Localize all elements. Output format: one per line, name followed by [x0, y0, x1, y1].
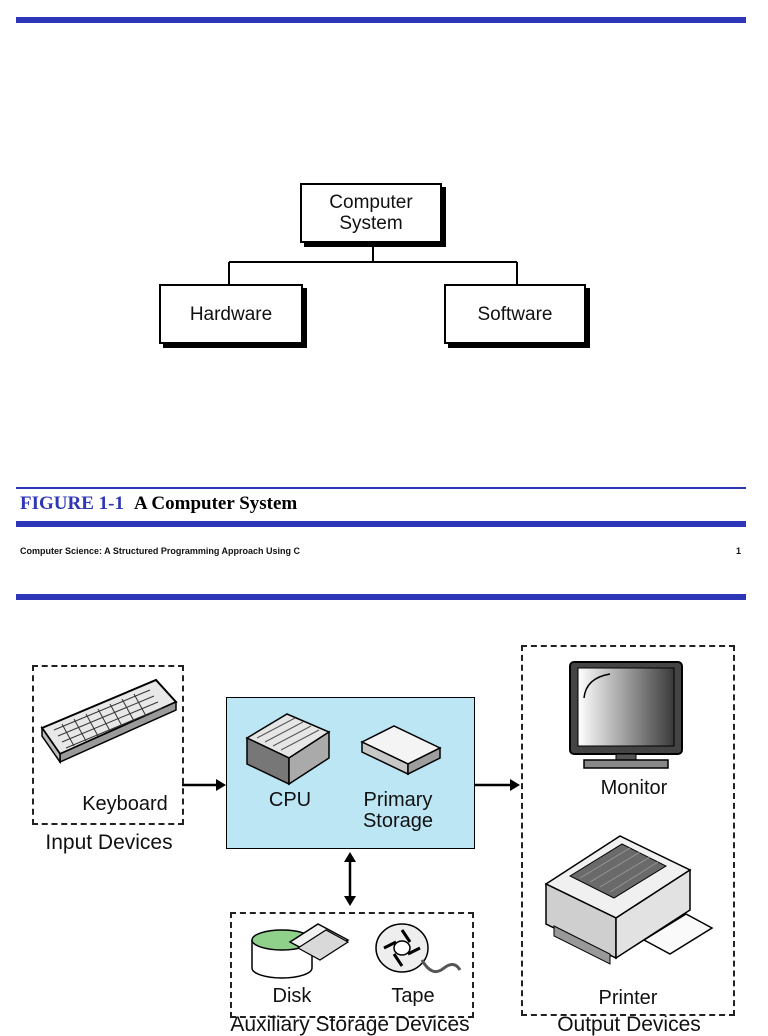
- monitor-icon: [569, 661, 683, 769]
- caption-top-rule: [16, 487, 746, 489]
- computer-system-label: Computer System: [329, 192, 413, 234]
- figure-number: FIGURE 1-1: [20, 493, 124, 514]
- keyboard-icon: [40, 678, 178, 765]
- software-label: Software: [477, 303, 553, 325]
- tape-label: Tape: [391, 985, 435, 1007]
- auxiliary-storage-group: [230, 912, 474, 1018]
- output-devices-label: Output Devices: [557, 1013, 701, 1036]
- top-rule: [16, 17, 746, 23]
- cpu-icon: [245, 713, 331, 786]
- disk-label: Disk: [272, 985, 312, 1007]
- printer-label: Printer: [598, 987, 658, 1009]
- slide2-top-rule: [16, 594, 746, 600]
- software-box: Software: [444, 284, 586, 344]
- figure-caption: FIGURE 1-1 A Computer System: [20, 493, 297, 515]
- input-devices-group: [32, 665, 184, 825]
- disk-icon: [251, 923, 350, 979]
- input-devices-label: Input Devices: [45, 831, 173, 854]
- primary-storage-label: Primary Storage: [362, 789, 434, 832]
- footer-text: Computer Science: A Structured Programmi…: [20, 546, 301, 556]
- monitor-label: Monitor: [600, 777, 668, 799]
- keyboard-label: Keyboard: [82, 793, 168, 815]
- page-number: 1: [736, 546, 742, 556]
- hardware-box: Hardware: [159, 284, 303, 344]
- caption-bottom-rule: [16, 521, 746, 527]
- auxiliary-storage-label: Auxiliary Storage Devices: [230, 1013, 470, 1036]
- tree-connector-lines: [228, 244, 518, 284]
- output-devices-group: [521, 645, 735, 1016]
- printer-icon: [544, 835, 714, 965]
- hardware-label: Hardware: [189, 303, 273, 325]
- primary-storage-icon: [360, 725, 442, 776]
- cpu-label: CPU: [268, 789, 312, 811]
- tape-icon: [375, 923, 462, 974]
- computer-system-box: Computer System: [300, 183, 442, 243]
- figure-title: A Computer System: [133, 493, 298, 514]
